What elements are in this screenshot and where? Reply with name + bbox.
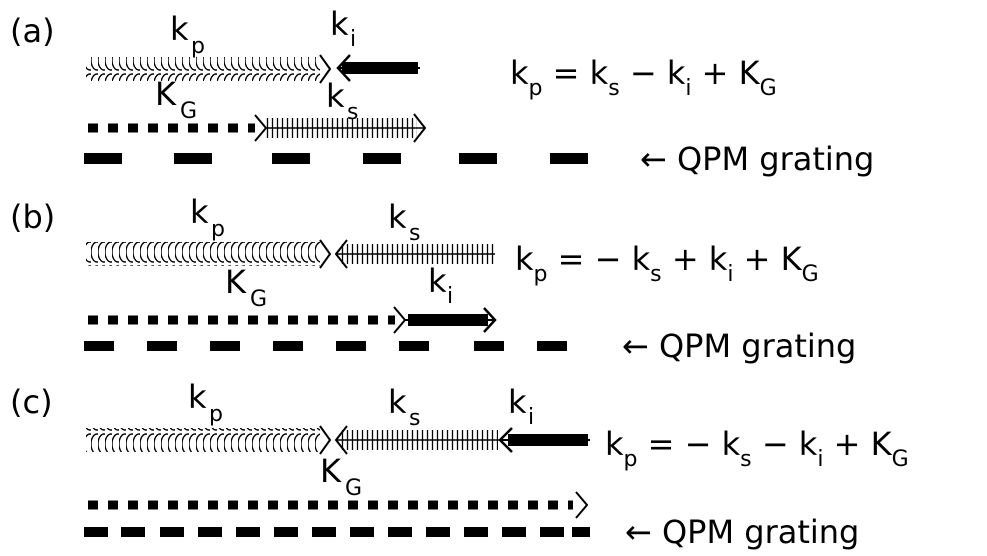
svg-text:G: G [345,476,362,501]
ks-label-b: k s [388,198,420,246]
svg-text:k: k [326,77,345,115]
signal-wavevector-arrow-a [265,113,427,143]
svg-text:K: K [155,75,177,113]
svg-text:k: k [330,5,349,43]
svg-text:k: k [508,383,527,421]
ki-label-a: k i [330,5,356,52]
panel-c: (c) k p k s k i K G [10,378,909,551]
idler-wavevector-arrow-b [405,307,497,333]
qpm-grating-c [84,527,590,537]
idler-wavevector-arrow-a [336,54,420,82]
svg-text:k: k [388,198,407,236]
svg-text:s: s [409,406,420,431]
pump-wavevector-arrow-a [86,54,332,84]
phase-matching-equation-a: kp = ks − ki + KG [510,54,777,101]
signal-wavevector-arrow-c [334,425,500,455]
qpm-grating-label-c: ← QPM grating [625,513,859,551]
kp-label-a: k p [170,10,205,59]
svg-text:i: i [350,27,356,52]
svg-text:K: K [225,263,247,301]
kg-label-b: K G [225,263,267,312]
panel-label-b: (b) [10,198,55,236]
ks-label-a: k s [326,77,358,125]
svg-text:K: K [320,452,342,490]
svg-text:k: k [190,193,209,231]
kg-label-c: K G [320,452,362,501]
panel-label-c: (c) [10,383,53,421]
svg-text:k: k [388,383,407,421]
svg-text:k: k [428,262,447,300]
svg-text:p: p [209,402,223,427]
phase-matching-equation-c: kp = − ks − ki + KG [605,425,909,472]
pump-wavevector-arrow-b [86,239,332,269]
kp-label-b: k p [190,193,225,242]
qpm-grating-label-b: ← QPM grating [622,327,856,365]
svg-text:k: k [188,378,207,416]
panel-label-a: (a) [10,12,55,50]
svg-text:p: p [211,217,225,242]
svg-text:i: i [447,284,453,309]
panel-b: (b) k p k s K G k i [10,193,856,365]
qpm-grating-label-a: ← QPM grating [640,140,874,178]
qpm-grating-b [84,341,567,351]
ki-label-b: k i [428,262,453,309]
panel-a: (a) k p k i K G k [10,5,874,178]
ks-label-c: k s [388,383,420,431]
ki-label-c: k i [508,383,534,430]
svg-text:s: s [409,221,420,246]
idler-wavevector-arrow-c [498,427,590,453]
kg-label-a: K G [155,75,197,124]
svg-text:k: k [170,10,189,48]
svg-text:i: i [528,405,534,430]
qpm-grating-a [84,153,588,164]
signal-wavevector-arrow-b [334,239,495,269]
kp-label-c: k p [188,378,223,427]
svg-text:G: G [250,287,267,312]
svg-text:s: s [347,100,358,125]
svg-text:p: p [191,34,205,59]
svg-text:G: G [180,99,197,124]
pump-wavevector-arrow-c [86,425,332,455]
phase-matching-equation-b: kp = − ks + ki + KG [515,240,819,287]
